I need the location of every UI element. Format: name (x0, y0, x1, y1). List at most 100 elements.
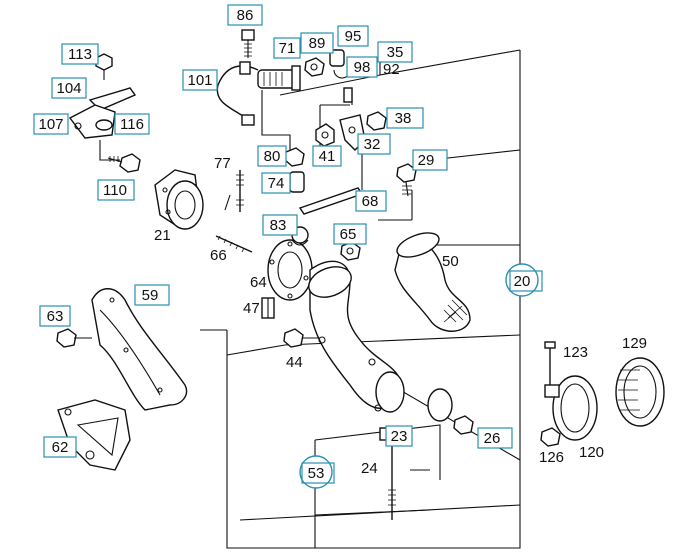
bolt-44-part (283, 328, 320, 348)
callout-71-text: 71 (279, 40, 296, 57)
callout-62-text: 62 (52, 439, 69, 456)
nut-89-part (304, 57, 325, 77)
label-50: 50 (442, 253, 459, 270)
washer-41-part (315, 123, 335, 147)
callout-80: 80 (257, 145, 287, 167)
callout-32-text: 32 (364, 136, 381, 153)
clamp-26-part (427, 388, 474, 435)
callout-89-text: 89 (309, 35, 326, 52)
callout-101: 101 (182, 69, 218, 91)
callout-20-text: 20 (514, 273, 531, 290)
callout-98-text: 98 (354, 59, 371, 76)
label-44: 44 (286, 354, 303, 371)
callout-26-text: 26 (484, 430, 501, 447)
callout-71: 71 (273, 37, 301, 59)
label-24: 24 (361, 460, 378, 477)
sleeve-74-part (289, 171, 305, 193)
callout-53: 53 (299, 455, 335, 489)
callout-38: 38 (386, 107, 424, 129)
callout-38-text: 38 (395, 110, 412, 127)
callout-104: 104 (51, 77, 87, 99)
ring-129-part (615, 357, 665, 427)
pipe-101-part (216, 61, 259, 126)
label-120: 120 (579, 444, 604, 461)
bracket-47-part (261, 297, 275, 319)
callout-32: 32 (357, 133, 391, 155)
callout-107: 107 (33, 113, 69, 135)
callout-110: 110 (97, 179, 135, 201)
callout-65: 65 (333, 223, 367, 245)
callout-41: 41 (312, 145, 342, 167)
callout-83-text: 83 (270, 217, 287, 234)
bolt-123-part (544, 341, 556, 385)
callout-53-text: 53 (308, 465, 325, 482)
callout-62: 62 (43, 436, 77, 458)
label-92: 92 (383, 61, 400, 78)
callout-86-text: 86 (237, 7, 254, 24)
callout-26: 26 (477, 427, 513, 449)
callout-59-text: 59 (142, 287, 159, 304)
bolt-86-part (241, 29, 255, 58)
label-64: 64 (250, 274, 267, 291)
callout-101-text: 101 (187, 72, 212, 89)
bracket-62-part (57, 399, 131, 471)
fitting-92-part (343, 87, 353, 103)
label-47: 47 (243, 300, 260, 317)
label-66: 66 (210, 247, 227, 264)
flange-21-part (154, 169, 204, 230)
callout-68: 68 (355, 190, 387, 212)
callout-74: 74 (261, 172, 291, 194)
callout-35-text: 35 (387, 44, 404, 61)
bracket-104-part (68, 87, 137, 139)
callout-41-text: 41 (319, 148, 336, 165)
callout-110-text: 110 (103, 182, 127, 199)
callout-63-text: 63 (47, 308, 64, 325)
callout-89: 89 (300, 32, 334, 54)
callout-65-text: 65 (340, 226, 357, 243)
label-77: 77 (214, 155, 231, 172)
callout-68-text: 68 (362, 193, 379, 210)
callout-29: 29 (412, 149, 448, 171)
strip-68-part (298, 187, 364, 215)
nut-126-part (540, 427, 561, 447)
callout-86: 86 (227, 4, 263, 26)
bolt-110-part (107, 153, 141, 173)
heat-shield-59-part (91, 288, 188, 411)
label-129: 129 (622, 335, 647, 352)
callout-83: 83 (262, 214, 298, 236)
callout-80-text: 80 (264, 148, 281, 165)
clamp-120-part (544, 375, 598, 441)
callout-74-text: 74 (268, 175, 285, 192)
callout-113: 113 (61, 43, 99, 65)
label-123: 123 (563, 344, 588, 361)
callout-29-text: 29 (418, 152, 435, 169)
hose-50-part (394, 232, 471, 332)
bolt-113-part (95, 53, 113, 80)
bolt-29-part (396, 163, 417, 197)
callout-107-text: 107 (38, 116, 63, 133)
callout-95-text: 95 (345, 28, 362, 45)
bolt-63-part (56, 328, 92, 348)
stud-66-part (215, 235, 253, 253)
callout-98: 98 (346, 56, 378, 78)
callout-63: 63 (39, 305, 71, 327)
callout-20: 20 (505, 263, 543, 297)
callout-116: 116 (114, 113, 150, 135)
callout-95: 95 (337, 25, 369, 47)
callout-23: 23 (385, 425, 413, 447)
gasket-64-part (267, 239, 313, 301)
label-126: 126 (539, 449, 564, 466)
callout-35: 35 (377, 41, 413, 63)
sensor-71-part (257, 65, 301, 91)
nut-80-part (284, 147, 305, 167)
callout-116-text: 116 (120, 116, 144, 133)
callout-113-text: 113 (68, 46, 92, 63)
exhaust-pipe-part (308, 260, 405, 413)
callout-23-text: 23 (391, 428, 408, 445)
label-21: 21 (154, 227, 171, 244)
nut-65-part (340, 241, 361, 261)
stud-77-part (236, 170, 244, 212)
callout-59: 59 (134, 284, 170, 306)
